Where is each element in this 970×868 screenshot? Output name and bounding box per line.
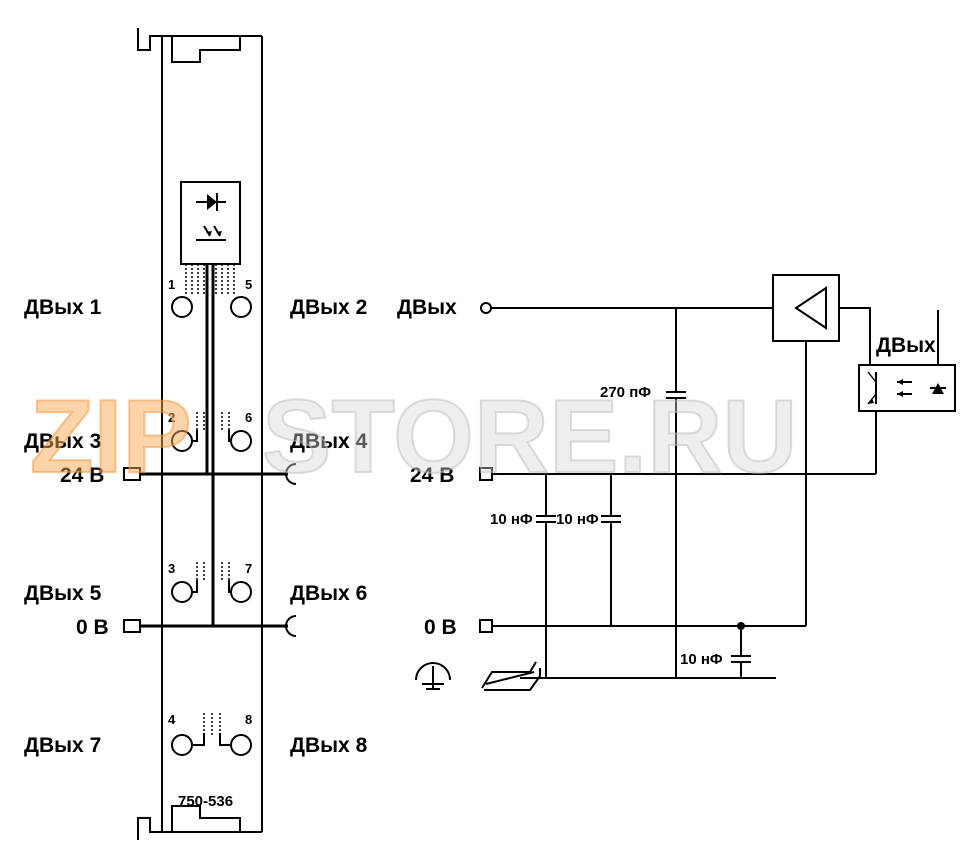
module-optocoupler: [180, 181, 241, 296]
watermark: ZIP STORE.RU: [29, 378, 799, 496]
label-module-24v: 24 В: [60, 464, 104, 487]
label-0v-schematic: 0 В: [424, 616, 457, 639]
label-dout-2: ДВых 2: [290, 296, 367, 319]
terminal-num-7: 7: [245, 561, 252, 576]
label-dout-schematic: ДВых: [397, 296, 457, 319]
label-module-0v: 0 В: [76, 616, 109, 639]
terminal-num-5: 5: [245, 277, 252, 292]
module-terminals: [171, 296, 252, 756]
watermark-accent: ZIP: [30, 379, 192, 495]
label-cap-10nf-b: 10 нФ: [556, 511, 599, 528]
part-number: 750-536: [178, 793, 233, 810]
watermark-rest: STORE.RU: [262, 379, 798, 495]
label-cap-270pf: 270 пФ: [600, 384, 651, 401]
label-dout-1: ДВых 1: [24, 296, 102, 319]
terminal-num-6: 6: [245, 410, 252, 425]
terminal-num-4: 4: [168, 712, 176, 727]
label-cap-10nf-a: 10 нФ: [490, 511, 533, 528]
label-dout-5: ДВых 5: [24, 582, 102, 605]
label-dout-4: ДВых 4: [290, 430, 368, 453]
label-dout-3: ДВых 3: [24, 430, 101, 453]
label-dout-6: ДВых 6: [290, 582, 367, 605]
terminal-num-1: 1: [168, 277, 175, 292]
label-dout-8: ДВых 8: [290, 734, 368, 757]
label-24v-schematic: 24 В: [410, 464, 454, 487]
label-dout-opto: ДВых: [876, 334, 936, 357]
module-bus: [123, 264, 297, 637]
terminal-num-8: 8: [245, 712, 252, 727]
label-dout-7: ДВых 7: [24, 734, 101, 757]
module-housing: [137, 28, 263, 840]
schematic-wiring: [415, 274, 956, 691]
terminal-num-2: 2: [168, 410, 175, 425]
terminal-num-3: 3: [168, 561, 175, 576]
label-cap-10nf-c: 10 нФ: [680, 651, 723, 668]
